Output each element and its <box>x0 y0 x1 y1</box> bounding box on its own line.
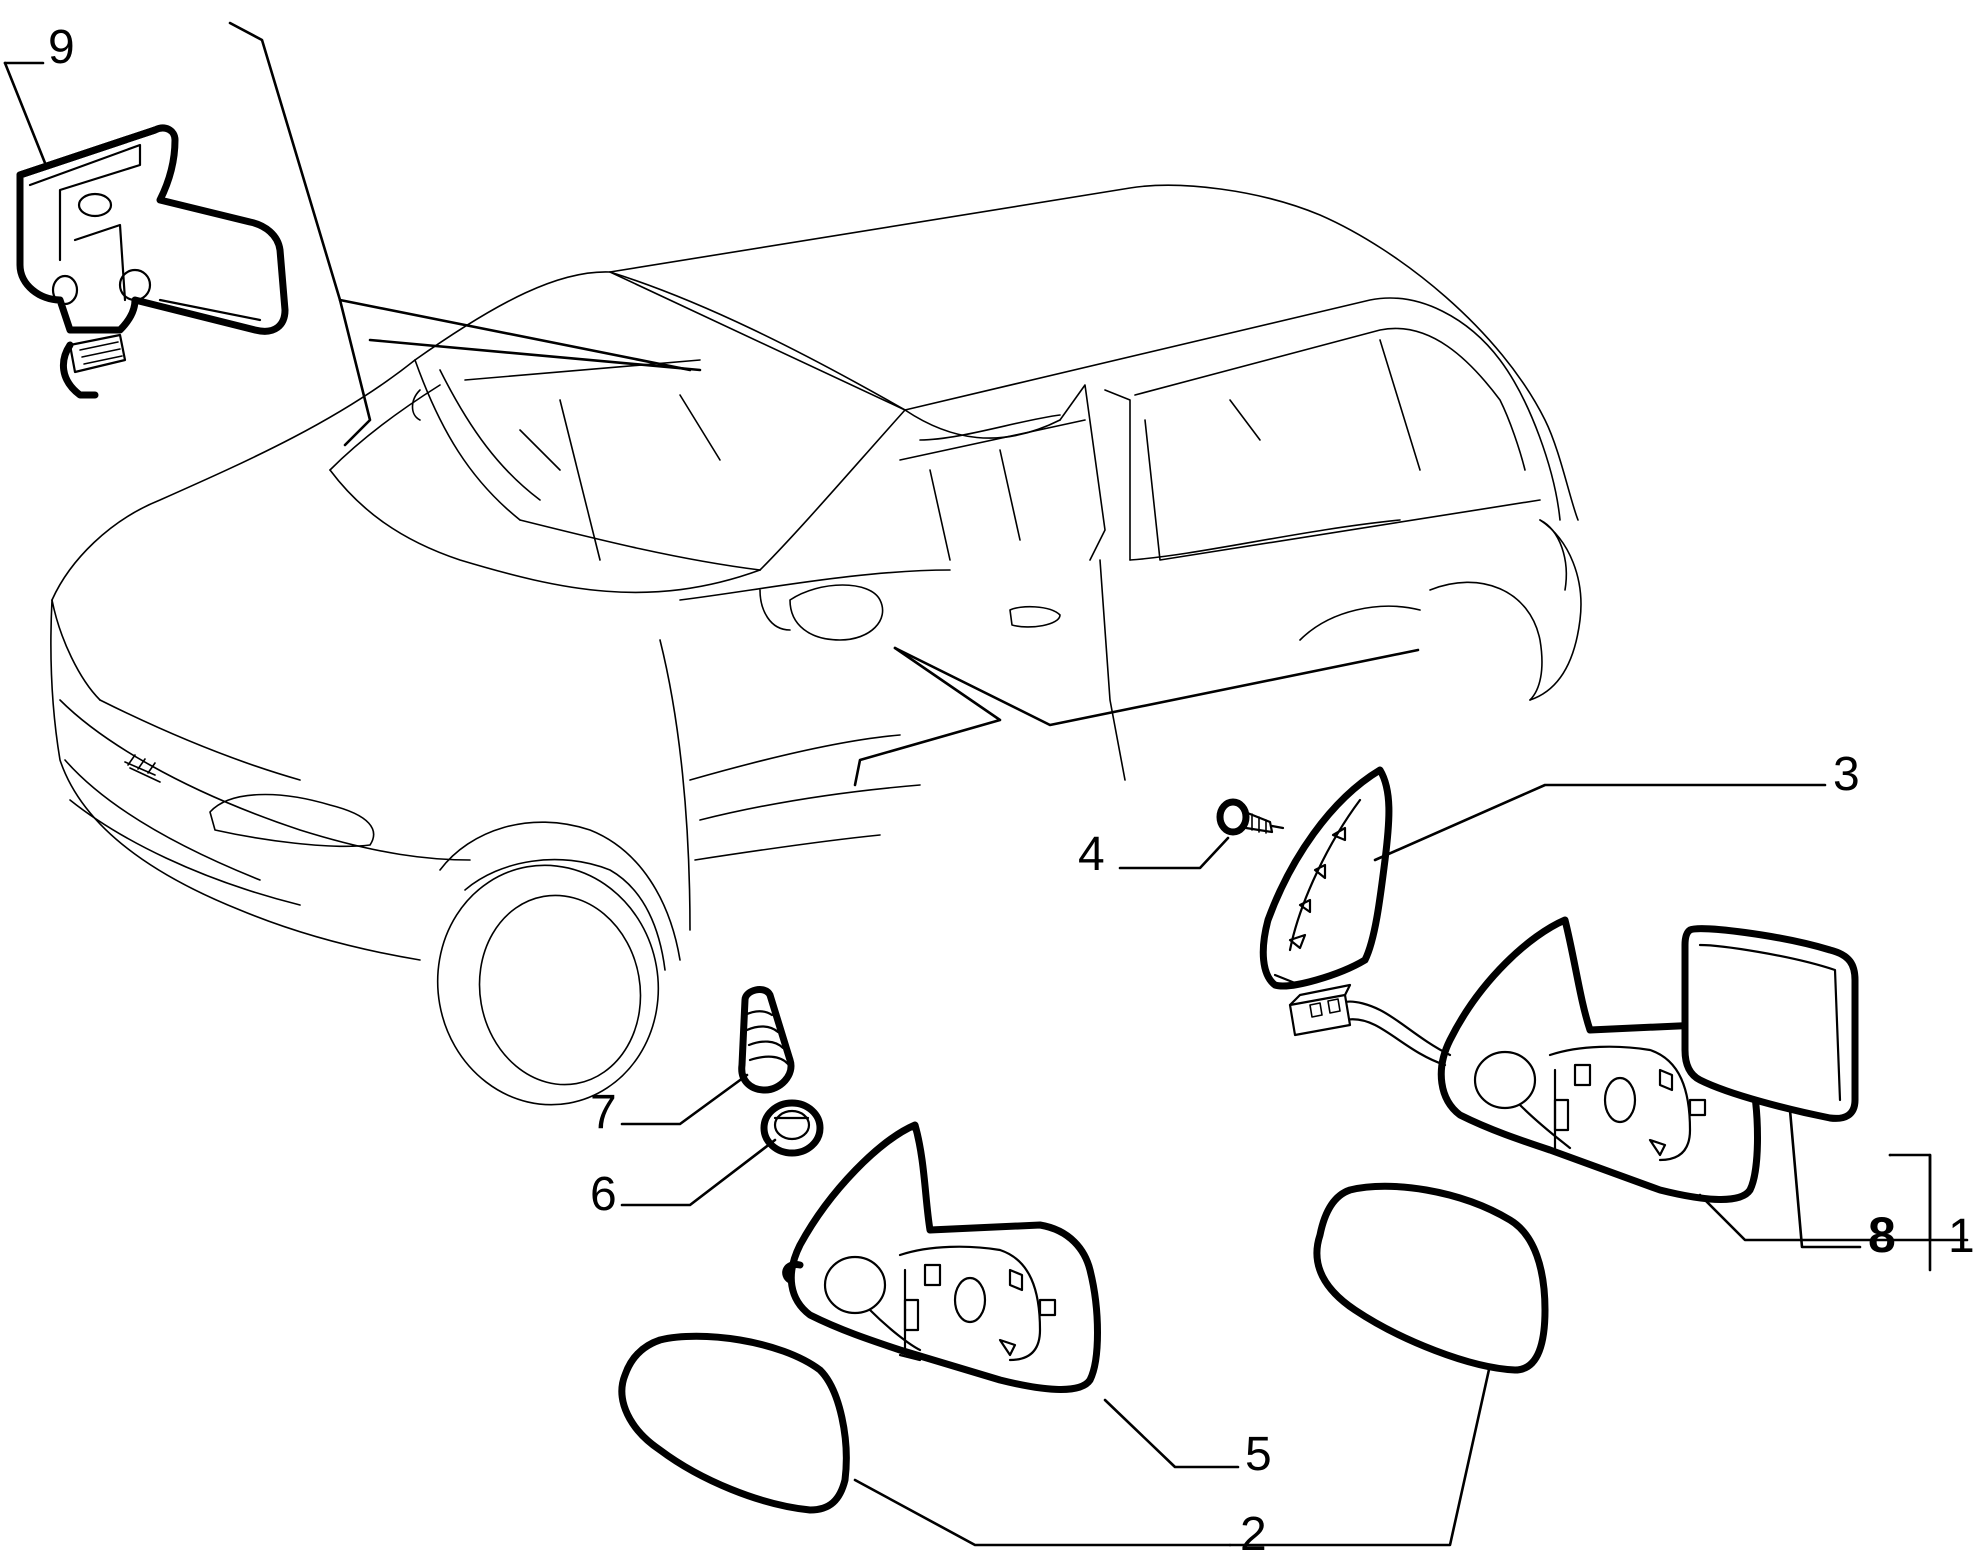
leader-lines <box>3 21 1969 1547</box>
callout-2: 2 <box>1240 1508 1267 1553</box>
part-2-left-cover <box>618 1332 850 1514</box>
part-2-right-cover <box>1313 1182 1549 1374</box>
part-7-grommet <box>738 986 795 1094</box>
part-1-right-mirror <box>1288 916 1761 1203</box>
callout-6: 6 <box>590 1168 617 1221</box>
callout-3: 3 <box>1833 748 1860 801</box>
part-3-mirror-trim <box>1259 766 1393 990</box>
callout-4: 4 <box>1078 828 1105 881</box>
callout-8: 8 <box>1868 1207 1896 1263</box>
callout-9: 9 <box>48 21 75 74</box>
car-outline <box>50 184 1582 1106</box>
part-9-interior-mirror <box>16 124 289 399</box>
part-4-screw <box>1216 798 1285 836</box>
callout-5: 5 <box>1245 1428 1272 1481</box>
part-6-bushing <box>760 1099 824 1157</box>
part-8-mirror-glass <box>1681 925 1859 1122</box>
part-5-left-mirror <box>782 1121 1101 1393</box>
callout-1: 1 <box>1948 1210 1975 1263</box>
callout-7: 7 <box>590 1086 617 1139</box>
